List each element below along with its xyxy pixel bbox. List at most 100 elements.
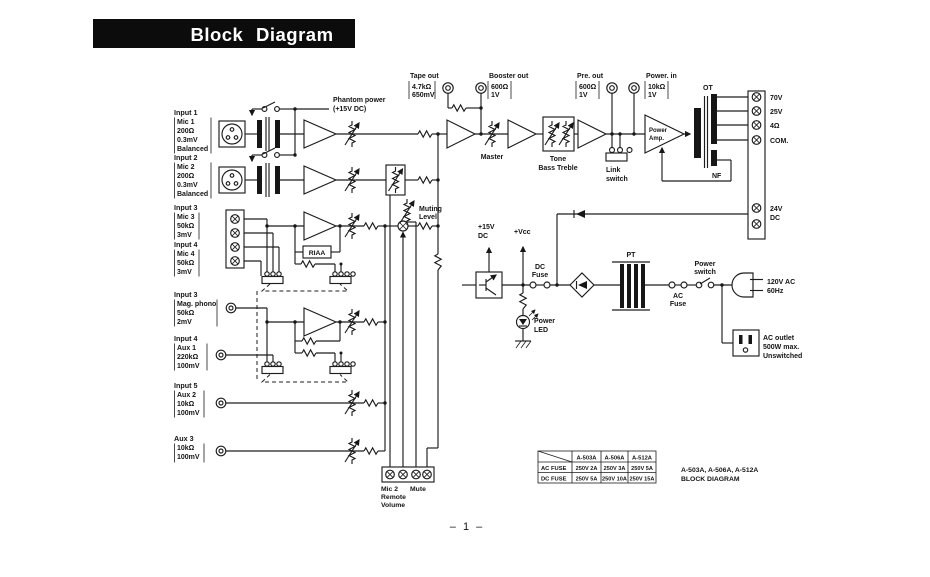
input4-name: Input 4 [174,240,198,249]
mic34-section: RIAA [244,211,385,285]
mic1-amp [303,119,338,149]
remote-label-3: Volume [381,502,405,509]
input-labels: Input 1 Mic 1 200Ω 0.3mV Balanced Input … [174,108,218,463]
page-number: – 1 – [450,521,484,533]
label-70v: 70V [770,95,783,102]
phono-aux-section [226,307,385,375]
dc-fuse [529,281,570,289]
xlr-connector-mic2 [218,166,246,194]
label-25v: 25V [770,109,783,116]
input4-aux1-line2: 220kΩ [177,354,199,361]
mic2-amp [303,165,338,195]
dc-fuse-label-2: Fuse [532,272,548,279]
label-24v-dc: DC [770,215,780,222]
table-header-a506a: A-506A [605,456,626,462]
page-title: Block Diagram [190,24,333,45]
outlet-label-3: Unswitched [763,353,802,360]
input1-line4: Balanced [177,146,208,153]
label-15v-dc: DC [478,233,488,240]
power-led [515,285,539,349]
outlet-label-1: AC outlet [763,335,795,342]
led-label-1: Power [534,318,555,325]
remote-terminal-strip [381,466,435,483]
power-switch-label-1: Power [694,261,715,268]
input3-line1: Mic 3 [177,214,195,221]
mic2-muting-vca [385,164,406,196]
pre-out-level: 1V [579,92,588,99]
mic34-amp [303,211,338,241]
power-amp-label-1: Power [649,128,668,134]
pre-out-impedance: 600Ω [579,84,597,91]
input3-name: Input 3 [174,203,198,212]
selector-switch-upper-left [261,275,284,285]
link-switch [605,132,633,162]
title-bar: Block Diagram [93,19,355,48]
muting-mixer [385,199,438,469]
input4-aux1-line1: Aux 1 [177,345,196,352]
dc-fuse-a512a: 250V 15A [630,477,655,483]
tape-out-impedance: 4.7kΩ [412,84,432,91]
tone-control [542,116,575,152]
ac-fuse [668,281,696,289]
phantom-power-switches [248,101,329,163]
input1-line1: Mic 1 [177,119,195,126]
mic34-terminal-strip [225,209,245,269]
input4-line1: Mic 4 [177,251,195,258]
power-in-label: Power. in [646,73,677,80]
fuse-table: A-503A A-506A A-512A AC FUSE 250V 2A 250… [537,450,657,484]
ac-plug [731,272,763,298]
pre-out-jack [606,82,618,94]
phono-jack [225,302,237,314]
ac-outlet [721,285,760,357]
input3-phono-line2: 50kΩ [177,310,195,317]
label-4ohm: 4Ω [770,123,780,130]
phantom-power-label: Phantom power [333,97,386,104]
booster-out-jack [475,82,487,94]
mains-freq-label: 60Hz [767,288,784,295]
selector-switch-lower-right [329,365,352,375]
dc-fuse-label-1: DC [535,264,545,271]
label-24v: 24V [770,206,783,213]
mute-label: Mute [410,486,426,493]
nf-label: NF [712,173,722,180]
power-in-jack [628,82,640,94]
dc-fuse-a503a: 250V 5A [576,477,598,483]
selector-switch-lower-left [261,365,284,375]
regulator [462,246,503,299]
input4-line3: 3mV [177,269,192,276]
ac-fuse-label-2: Fuse [670,301,686,308]
input3-phono-line1: Mag. phono [177,301,216,308]
input1-line2: 200Ω [177,128,195,135]
label-com: COM. [770,138,788,145]
input5-name: Input 5 [174,381,198,390]
input2-line1: Mic 2 [177,164,195,171]
power-transformer: PT [612,252,650,311]
input2-line4: Balanced [177,191,208,198]
line-amp [446,119,477,149]
ot-label: OT [703,85,713,92]
dc-fuse-a506a: 250V 10A [602,477,627,483]
ac-fuse-a512a: 250V 5A [631,466,653,472]
phono-aux-amp [303,307,338,337]
power-in-impedance: 10kΩ [648,84,666,91]
diagram-caption-models: A-503A, A-506A, A-512A [681,467,758,474]
aux3-jack [215,445,227,457]
booster-out-level: 1V [491,92,500,99]
label-15v: +15V [478,224,495,231]
ac-fuse-a503a: 250V 2A [576,466,598,472]
input3-line3: 3mV [177,232,192,239]
input4-aux1-name: Input 4 [174,334,198,343]
mic1-transformer [245,117,304,151]
power-switch-label-2: switch [694,269,716,276]
input3-phono-name: Input 3 [174,290,198,299]
aux2-jack [215,397,227,409]
aux3-line2: 100mV [177,454,200,461]
selector-switch-upper-right [329,275,352,285]
aux1-jack [215,349,227,361]
tape-booster [442,82,487,136]
master-label: Master [481,154,504,161]
input5-line2: 10kΩ [177,401,195,408]
link-switch-label-2: switch [606,176,628,183]
